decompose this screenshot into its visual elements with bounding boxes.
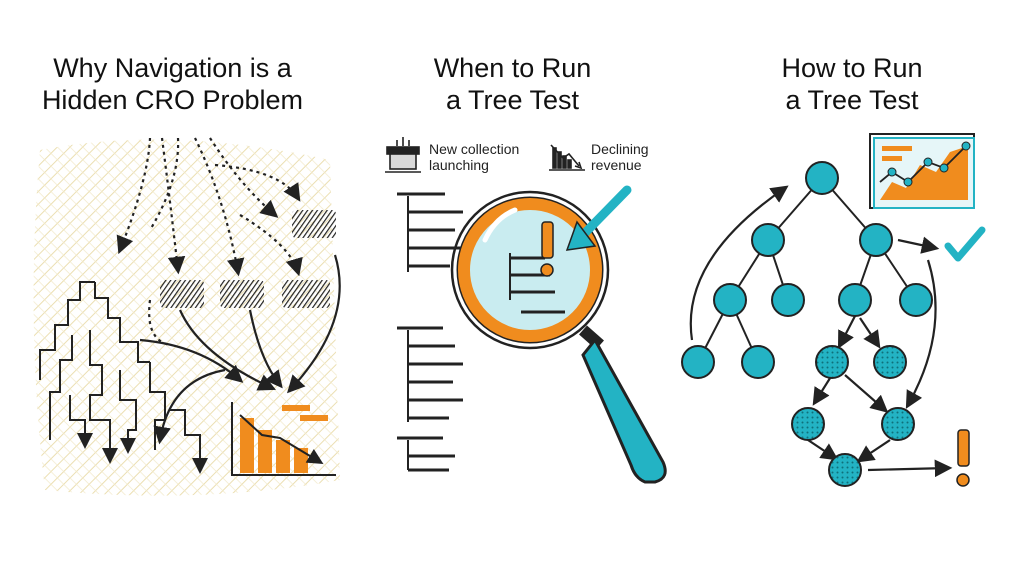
exclamation-icon <box>956 429 970 487</box>
label-new-collection: New collection launching <box>429 141 520 173</box>
flow-arrows <box>689 185 953 478</box>
magnifier-illustration <box>385 137 667 484</box>
pointer-arrow <box>565 185 632 251</box>
scribble-boxes <box>160 210 336 308</box>
magnifying-glass <box>450 190 667 484</box>
test-path-nodes <box>791 345 915 487</box>
panel-navigation-cro: Why Navigation is a Hidden CRO Problem <box>0 0 345 572</box>
panel-title: When to Run a Tree Test <box>433 53 592 115</box>
panel-when-tree-test: When to Run a Tree Test <box>345 0 680 572</box>
results-chart-card <box>869 133 975 209</box>
panel-title: Why Navigation is a Hidden CRO Problem <box>41 53 304 115</box>
label-declining-revenue: Declining revenue <box>591 141 649 173</box>
sitemap-tree <box>397 192 463 472</box>
tree-test-illustration <box>681 133 986 487</box>
checkmark-icon <box>944 226 986 262</box>
hatched-background <box>33 139 341 496</box>
panel-how-tree-test: How to Run a Tree Test <box>680 0 1024 572</box>
declining-bar-chart <box>231 402 336 476</box>
box-launch-icon <box>385 137 421 173</box>
panel-title: How to Run a Tree Test <box>781 53 923 115</box>
tree-nodes <box>681 161 933 379</box>
converging-arrows <box>139 254 341 445</box>
maze-tree <box>39 281 208 474</box>
declining-chart-icon <box>549 144 585 171</box>
navigation-maze-illustration <box>33 137 341 496</box>
